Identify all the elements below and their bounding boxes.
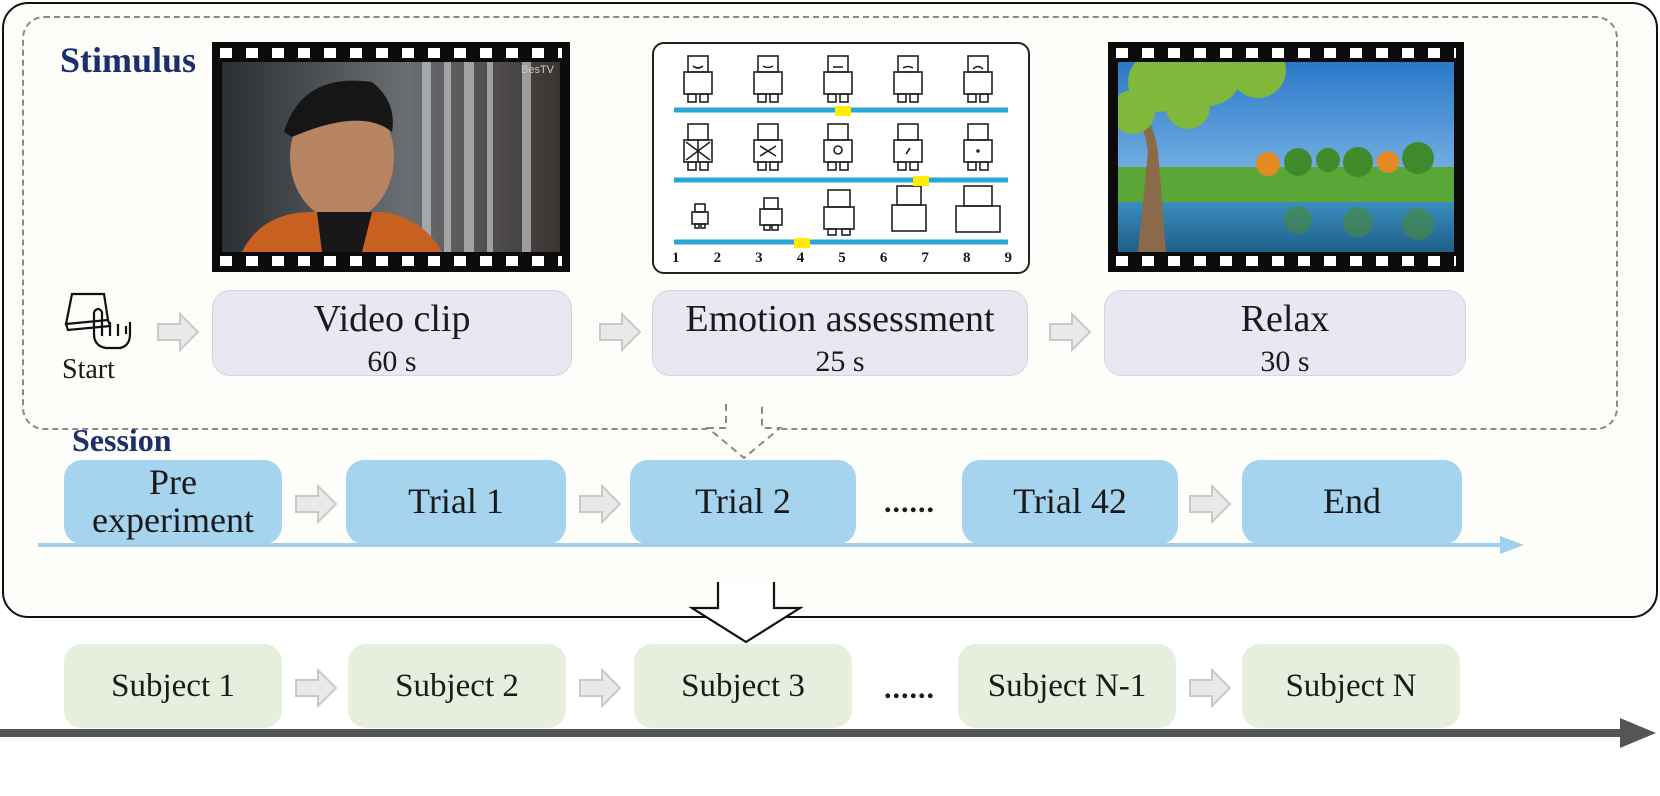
start-label: Start [62, 354, 115, 385]
trial-42: Trial 42 [962, 460, 1178, 544]
arrow-right-icon [157, 312, 200, 352]
scale-number: 6 [879, 250, 888, 266]
scale-number: 5 [838, 250, 846, 266]
arrow-right-icon [295, 668, 338, 708]
hand-click-icon [64, 292, 132, 350]
scale-marker [913, 176, 929, 186]
subject-2: Subject 2 [348, 644, 566, 728]
session-title: Session [72, 422, 172, 458]
subjects-ellipsis: ...... [884, 672, 935, 705]
subject-n-minus-1: Subject N-1 [958, 644, 1176, 728]
arrow-right-icon [295, 484, 338, 524]
scale-number: 8 [962, 250, 971, 266]
stage-video-clip: Video clip 60 s [212, 290, 572, 378]
session-timeline-arrow [38, 536, 1524, 554]
arrow-right-icon [1189, 668, 1232, 708]
scale-marker [835, 106, 851, 116]
scale-number: 7 [921, 250, 929, 266]
video-watermark: BesTV [520, 64, 554, 76]
arrow-right-icon [599, 312, 642, 352]
relax-landscape-image [1108, 42, 1464, 272]
stage-label: Emotion assessment [685, 298, 995, 340]
session-ellipsis: ...... [884, 486, 935, 519]
stage-duration: 25 s [815, 344, 865, 378]
arrow-right-icon [579, 668, 622, 708]
scale-number: 1 [672, 250, 680, 266]
scale-number: 3 [755, 250, 763, 266]
trial-1: Trial 1 [346, 460, 566, 544]
scale-number: 2 [713, 250, 722, 266]
scale-number: 4 [796, 250, 805, 266]
subject-1: Subject 1 [64, 644, 282, 728]
arrow-right-icon [1049, 312, 1092, 352]
stage-relax: Relax 30 s [1104, 290, 1466, 378]
stage-emotion-assessment: Emotion assessment 25 s [652, 290, 1028, 378]
trial-end: End [1242, 460, 1462, 544]
stimulus-trial-region [22, 16, 1618, 430]
arrow-right-icon [579, 484, 622, 524]
emotion-assessment-image: 1 2 3 4 5 6 7 8 9 [652, 42, 1030, 274]
subjects-timeline-arrow [0, 718, 1656, 748]
subject-3: Subject 3 [634, 644, 852, 728]
expand-arrow-icon [705, 404, 783, 460]
stimulus-title: Stimulus [60, 40, 197, 80]
trial-pre-experiment: Pre experiment [64, 460, 282, 544]
scale-marker [794, 238, 810, 248]
down-arrow-icon [688, 582, 804, 644]
arrow-right-icon [1189, 484, 1232, 524]
stage-duration: 30 s [1260, 344, 1310, 378]
scale-numbers: 1 2 3 4 5 6 7 8 9 [672, 250, 1012, 267]
video-clip-image: BesTV [212, 42, 570, 272]
subject-n: Subject N [1242, 644, 1460, 728]
scale-number: 9 [1004, 250, 1013, 266]
stage-label: Relax [1240, 298, 1330, 340]
stage-duration: 60 s [367, 344, 417, 378]
stage-label: Video clip [313, 298, 471, 340]
trial-2: Trial 2 [630, 460, 856, 544]
